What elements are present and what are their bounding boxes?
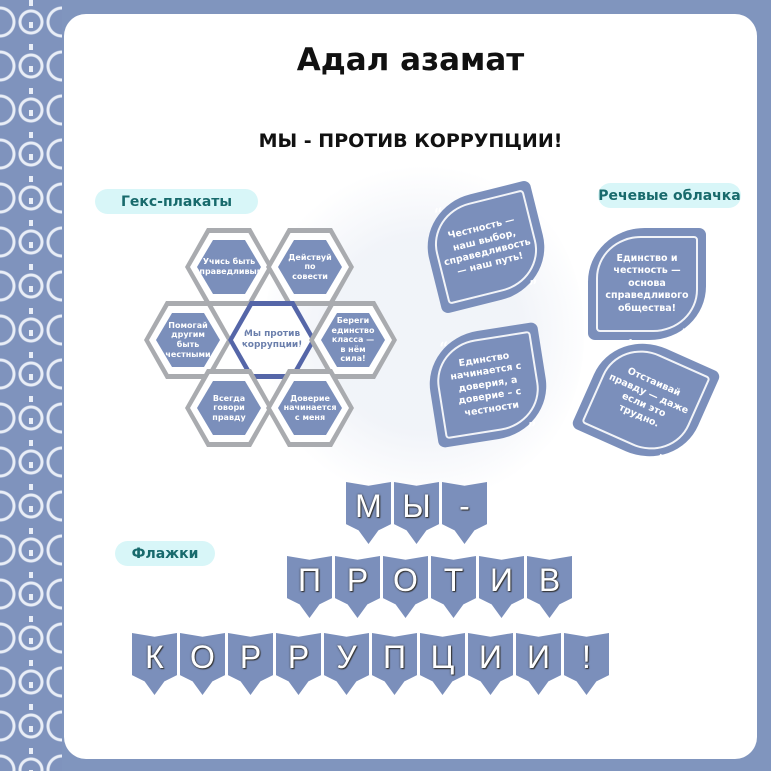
page-title: Адал азамат: [296, 42, 525, 78]
flag-letter: М: [355, 488, 382, 524]
label-hex-posters: Гекс-плакаты: [95, 189, 258, 214]
flag-letter: Т: [443, 562, 464, 598]
speech-bubble: “ Единство и честность — основа справедли…: [588, 228, 706, 344]
bubble-text: Единство начинается с доверия, а доверие…: [449, 350, 523, 419]
page-subtitle: МЫ - ПРОТИВ КОРРУПЦИИ!: [258, 130, 563, 152]
flag: М: [346, 482, 391, 544]
flag: П: [372, 633, 417, 695]
speech-bubble: “Единство начинается с доверия, а довери…: [422, 321, 554, 449]
quote-close-icon: ”: [680, 325, 690, 345]
flag-letter: Ц: [430, 639, 455, 675]
flag: П: [287, 556, 332, 618]
flag: Ц: [420, 633, 465, 695]
flag: И: [516, 633, 561, 695]
flag: О: [383, 556, 428, 618]
hex-text: Всегда говори правду: [197, 381, 261, 435]
flag: И: [468, 633, 513, 695]
flag: -: [442, 482, 487, 544]
quote-open-icon: “: [432, 203, 446, 225]
flag: У: [324, 633, 369, 695]
flag-letter: К: [145, 639, 164, 675]
bubble-text: Единство и честность — основа справедлив…: [605, 253, 689, 314]
flag-letter: -: [459, 488, 470, 524]
label-speech-bubbles: Речевые облачка: [598, 183, 741, 208]
flag-letter: О: [190, 639, 215, 675]
flag-letter: П: [298, 562, 321, 598]
quote-open-icon: “: [604, 230, 614, 249]
flag: К: [132, 633, 177, 695]
flag-letter: Р: [239, 639, 262, 675]
flag-letter: И: [479, 639, 502, 675]
label-flags: Флажки: [115, 541, 215, 566]
flag: Р: [335, 556, 380, 618]
flag-letter: В: [538, 562, 561, 598]
hex-poster-center: Мы против коррупции!: [228, 301, 316, 379]
hex-poster: Помогай другим быть честными: [144, 301, 232, 379]
flag: Р: [228, 633, 273, 695]
hex-text: Помогай другим быть честными: [156, 313, 220, 367]
flag: Т: [431, 556, 476, 618]
flag: Ы: [394, 482, 439, 544]
flag-letter: П: [383, 639, 406, 675]
flag-letter: Р: [346, 562, 369, 598]
flag-letter: У: [336, 639, 357, 675]
flag: О: [180, 633, 225, 695]
flag: В: [527, 556, 572, 618]
flag: !: [564, 633, 609, 695]
flag-letter: !: [582, 639, 591, 675]
flag-letter: О: [393, 562, 418, 598]
flag: Р: [276, 633, 321, 695]
hex-text: Учись быть справедливым: [197, 240, 261, 294]
bubble-text: Отстаивай правду — даже если это трудно.: [607, 365, 691, 431]
flag-letter: Р: [287, 639, 310, 675]
ornament-border: [0, 0, 62, 771]
flag-letter: Ы: [402, 488, 431, 524]
flag: И: [479, 556, 524, 618]
bubble-text: Честность — наш выбор, справедливость — …: [442, 214, 532, 278]
flag-letter: И: [527, 639, 550, 675]
flag-letter: И: [490, 562, 513, 598]
